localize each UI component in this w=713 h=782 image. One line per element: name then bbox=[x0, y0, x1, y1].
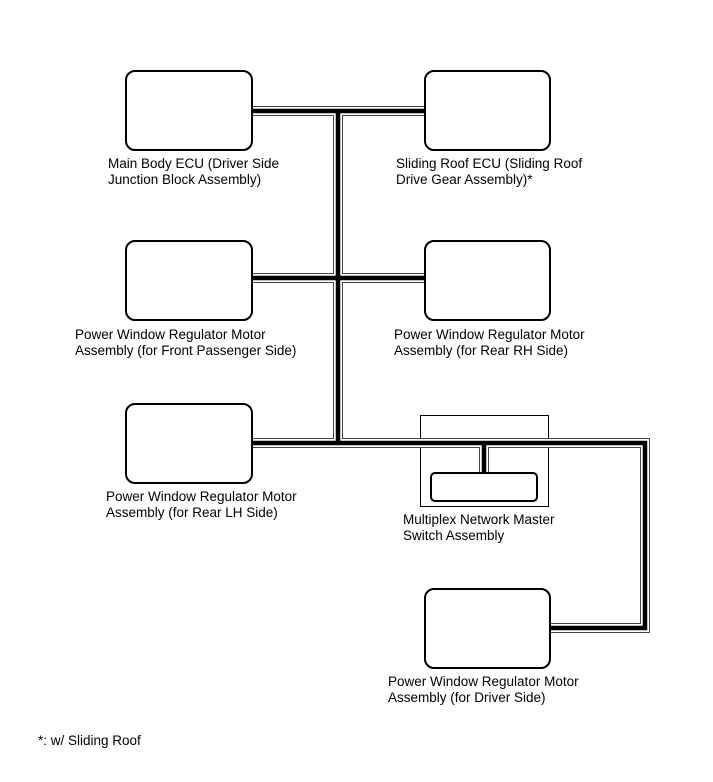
node-box-multiplex-master-switch-inner bbox=[430, 472, 538, 502]
node-label-main-body-ecu: Main Body ECU (Driver Side Junction Bloc… bbox=[108, 156, 280, 187]
node-label-pw-rear-rh: Power Window Regulator Motor Assembly (f… bbox=[394, 327, 585, 358]
node-label-pw-front-passenger: Power Window Regulator Motor Assembly (f… bbox=[75, 327, 297, 358]
node-box-main-body-ecu bbox=[125, 70, 253, 151]
node-box-pw-driver bbox=[424, 588, 551, 669]
node-box-pw-rear-rh bbox=[424, 240, 551, 321]
node-box-sliding-roof-ecu bbox=[424, 70, 551, 151]
node-box-pw-front-passenger bbox=[125, 240, 253, 321]
node-label-pw-rear-lh: Power Window Regulator Motor Assembly (f… bbox=[106, 489, 297, 520]
node-box-pw-rear-lh bbox=[125, 403, 253, 484]
node-label-multiplex-master-switch: Multiplex Network Master Switch Assembly bbox=[403, 512, 555, 543]
footnote: *: w/ Sliding Roof bbox=[38, 733, 141, 748]
node-label-pw-driver: Power Window Regulator Motor Assembly (f… bbox=[388, 674, 579, 705]
node-label-sliding-roof-ecu: Sliding Roof ECU (Sliding Roof Drive Gea… bbox=[396, 156, 583, 187]
